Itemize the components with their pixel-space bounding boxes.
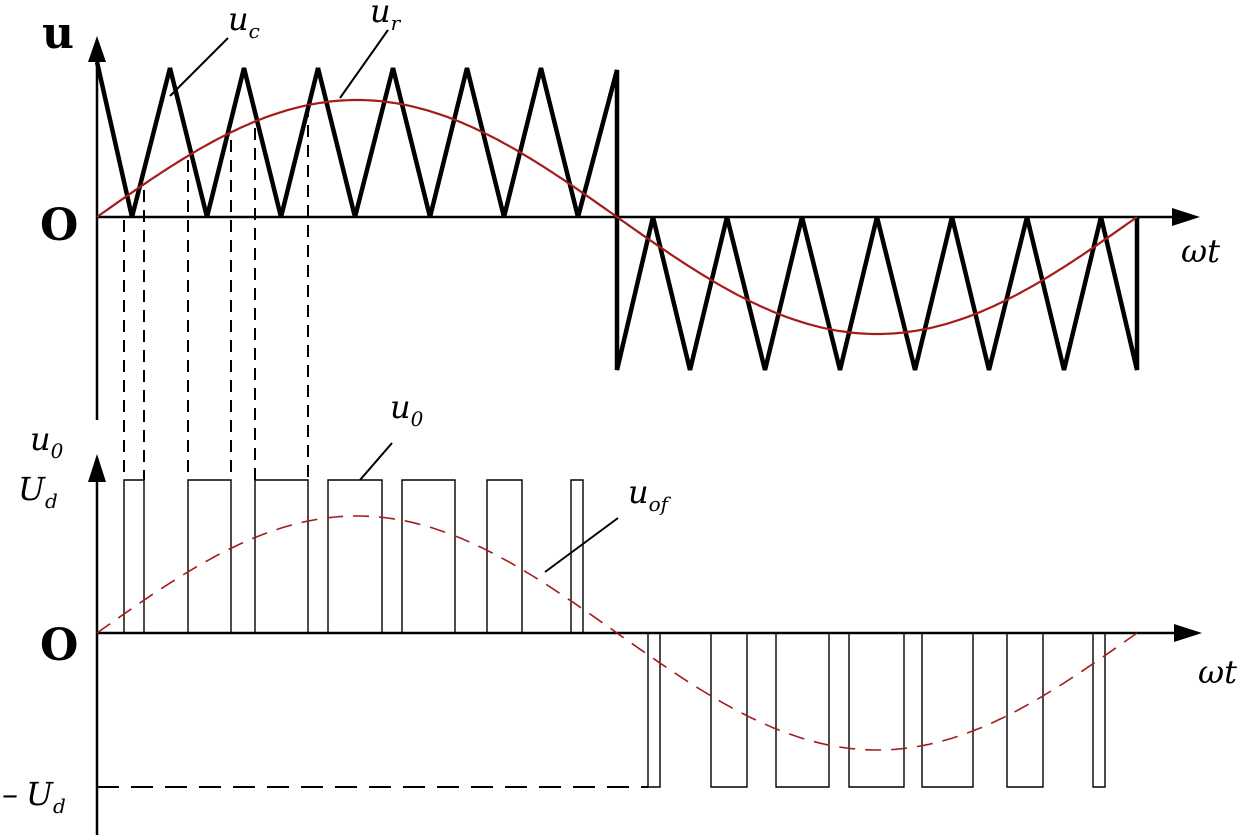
uof-label: uof <box>628 473 672 516</box>
u-axis-label: u <box>42 8 74 59</box>
projection-lines <box>123 105 309 480</box>
carrier-triangle-wave <box>94 61 1140 371</box>
omega-t-label-bottom: ωt <box>1198 653 1237 691</box>
u0-axis-label: u0 <box>30 420 64 463</box>
uof-leader-line <box>544 517 619 573</box>
omega-t-label-top: ωt <box>1181 232 1220 270</box>
bottom-x-arrow <box>1174 624 1202 642</box>
reference-sine-wave <box>96 98 1138 336</box>
negative-ud-label: –Ud <box>2 775 66 818</box>
origin-label-bottom: O <box>40 620 78 671</box>
u0-leader-line <box>359 442 393 481</box>
ur-leader-line <box>339 29 389 99</box>
output-pulse-train <box>123 479 1106 788</box>
ud-label: Ud <box>18 470 58 513</box>
u0-curve-label: u0 <box>390 388 424 431</box>
bottom-y-arrow <box>88 454 106 482</box>
ur-label: ur <box>370 0 402 35</box>
uc-label: uc <box>228 0 260 43</box>
fundamental-dashed-sine <box>96 515 1138 751</box>
top-y-arrow <box>88 36 106 62</box>
origin-label-top: O <box>40 200 78 251</box>
top-x-arrow <box>1172 208 1200 226</box>
uc-leader-line <box>169 37 229 97</box>
